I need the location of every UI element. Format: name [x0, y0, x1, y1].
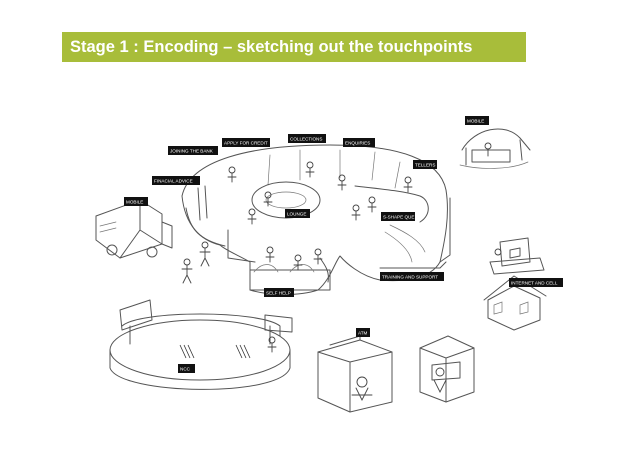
- mobile-tent-sketch: [459, 128, 531, 169]
- label-tellers: TELLERS: [413, 160, 437, 169]
- main-branch-floor: [181, 144, 451, 295]
- label-training-and-support-text: TRAINING AND SUPPORT: [382, 275, 438, 280]
- label-mobile-van: MOBILE: [124, 197, 148, 206]
- label-joining-the-bank-text: JOINING THE BANK: [170, 149, 214, 154]
- mobile-van-sketch: [95, 199, 173, 259]
- label-collections-text: COLLECTIONS: [290, 137, 322, 142]
- label-apply-for-credit: APPLY FOR CREDIT: [222, 138, 270, 147]
- label-s-shape-que: S-SHAPE QUE: [381, 212, 415, 221]
- page-title: Stage 1 : Encoding – sketching out the t…: [70, 37, 473, 56]
- label-mobile-van-text: MOBILE: [126, 200, 143, 205]
- label-apply-for-credit-text: APPLY FOR CREDIT: [224, 141, 268, 146]
- label-enquiries-text: ENQUIRIES: [345, 141, 370, 146]
- atm-kiosk-right: [419, 335, 475, 403]
- label-mobile-tent-text: MOBILE: [467, 119, 484, 124]
- label-enquiries: ENQUIRIES: [343, 138, 375, 147]
- label-s-shape-que-text: S-SHAPE QUE: [383, 215, 414, 220]
- label-financial-advice: FINACIAL ADVICE: [152, 176, 200, 185]
- label-lounge: LOUNGE: [285, 209, 310, 218]
- label-mobile-tent: MOBILE: [465, 116, 489, 125]
- label-joining-the-bank: JOINING THE BANK: [168, 146, 218, 155]
- title-banner: Stage 1 : Encoding – sketching out the t…: [62, 32, 526, 62]
- label-atm: ATM: [356, 328, 370, 337]
- label-lounge-text: LOUNGE: [287, 212, 306, 217]
- label-tellers-text: TELLERS: [415, 163, 435, 168]
- label-collections: COLLECTIONS: [288, 134, 326, 143]
- ncc-arena-sketch: [109, 299, 293, 390]
- label-ncc: NCC: [178, 364, 195, 373]
- label-financial-advice-text: FINACIAL ADVICE: [154, 179, 193, 184]
- atm-kiosk-left: [317, 335, 393, 413]
- label-self-help-text: SELF HELP: [266, 291, 291, 296]
- label-atm-text: ATM: [358, 331, 368, 336]
- label-internet-and-cell: INTERNET AND CELL: [509, 278, 563, 287]
- customer-figures: [181, 161, 413, 284]
- label-internet-and-cell-text: INTERNET AND CELL: [511, 281, 558, 286]
- label-self-help: SELF HELP: [264, 288, 294, 297]
- label-training-and-support: TRAINING AND SUPPORT: [380, 272, 444, 281]
- label-ncc-text: NCC: [180, 367, 191, 372]
